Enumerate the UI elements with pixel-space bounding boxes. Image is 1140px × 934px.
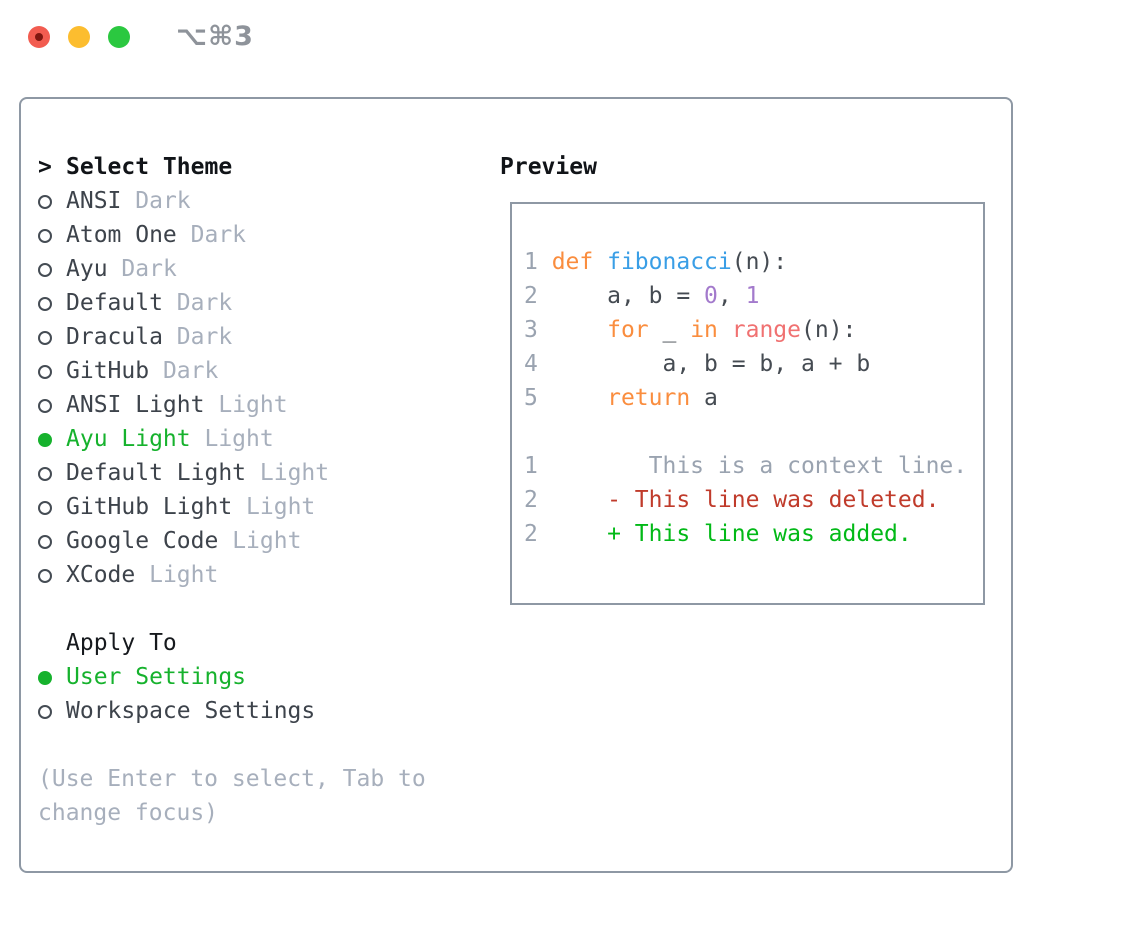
theme-list: ANSI Dark Atom One Dark Ayu Dark Default… (38, 184, 426, 592)
apply-to-option-label: Workspace Settings (66, 698, 316, 724)
apply-to-option[interactable]: Workspace Settings (38, 694, 426, 728)
radio-icon (38, 263, 52, 277)
radio-icon (38, 297, 52, 311)
theme-option[interactable]: Dracula Dark (38, 320, 426, 354)
theme-name: GitHub (66, 358, 150, 384)
theme-name: Default Light (66, 460, 247, 486)
apply-to-header: Apply To (38, 626, 426, 660)
code-line: 1 def fibonacci(n): (524, 249, 788, 275)
theme-variant-tag: Light (259, 460, 330, 486)
theme-variant-tag: Dark (162, 358, 219, 384)
hint-line-1: (Use Enter to select, Tab to (38, 766, 426, 792)
radio-icon (38, 229, 52, 243)
apply-to-option-label: User Settings (66, 664, 247, 690)
radio-icon (38, 399, 52, 413)
theme-option[interactable]: Ayu Light Light (38, 422, 426, 456)
theme-variant-tag: Light (204, 426, 274, 452)
theme-option[interactable]: Default Dark (38, 286, 426, 320)
radio-icon (38, 671, 52, 685)
code-preview: 1 def fibonacci(n): 2 a, b = 0, 1 3 for _ … (512, 204, 983, 551)
theme-option[interactable]: Default Light Light (38, 456, 426, 490)
theme-option[interactable]: ANSI Light Light (38, 388, 426, 422)
theme-variant-tag: Light (218, 392, 288, 418)
code-line: 2 + This line was added. (524, 521, 912, 547)
theme-name: Google Code (66, 528, 219, 554)
theme-option[interactable]: ANSI Dark (38, 184, 426, 218)
apply-to-title: Apply To (66, 630, 177, 656)
theme-variant-tag: Light (232, 528, 302, 554)
hint-text: (Use Enter to select, Tab to change focu… (38, 762, 426, 830)
theme-variant-tag: Dark (190, 222, 247, 248)
code-line: 4 a, b = b, a + b (524, 351, 871, 377)
minimize-button[interactable] (68, 26, 90, 48)
spacer (38, 592, 426, 626)
radio-icon (38, 705, 52, 719)
theme-variant-tag: Dark (135, 188, 191, 214)
theme-name: Dracula (66, 324, 163, 350)
theme-option[interactable]: Google Code Light (38, 524, 426, 558)
theme-variant-tag: Light (149, 562, 219, 588)
radio-icon (38, 365, 52, 379)
theme-name: ANSI (66, 188, 122, 214)
theme-name: XCode (66, 562, 136, 588)
code-line: 2 a, b = 0, 1 (524, 283, 760, 309)
theme-option[interactable]: Ayu Dark (38, 252, 426, 286)
radio-icon (38, 433, 52, 447)
code-line: 1 This is a context line. (524, 453, 968, 479)
select-theme-title: Select Theme (66, 154, 233, 180)
select-theme-header: > Select Theme (38, 150, 426, 184)
spacer (38, 728, 426, 762)
theme-option[interactable]: GitHub Light Light (38, 490, 426, 524)
theme-variant-tag: Light (246, 494, 316, 520)
code-line: 5 return a (524, 385, 718, 411)
theme-variant-tag: Dark (121, 256, 177, 282)
zoom-button[interactable] (108, 26, 130, 48)
radio-icon (38, 195, 52, 209)
preview-title: Preview (500, 154, 597, 180)
theme-list-column: > Select Theme ANSI Dark Atom One Dark Ay… (38, 150, 426, 830)
prompt-marker-icon: > (38, 154, 52, 180)
theme-option[interactable]: Atom One Dark (38, 218, 426, 252)
titlebar: ⌥⌘3 (28, 21, 254, 52)
theme-variant-tag: Dark (176, 324, 233, 350)
theme-name: Default (66, 290, 163, 316)
theme-name: Atom One (66, 222, 177, 248)
theme-variant-tag: Dark (176, 290, 233, 316)
window-title: ⌥⌘3 (176, 21, 254, 52)
theme-name: ANSI Light (66, 392, 205, 418)
apply-to-option[interactable]: User Settings (38, 660, 426, 694)
radio-icon (38, 569, 52, 583)
theme-name: Ayu Light (66, 426, 191, 452)
code-line: 2 - This line was deleted. (524, 487, 940, 513)
preview-box: 1 def fibonacci(n): 2 a, b = 0, 1 3 for _ … (510, 202, 985, 605)
theme-name: GitHub Light (66, 494, 233, 520)
modified-dot-icon (35, 33, 43, 41)
preview-column: Preview 1 def fibonacci(n): 2 a, b = 0, 1… (500, 150, 985, 605)
close-button[interactable] (28, 26, 50, 48)
hint-line-2: change focus) (38, 800, 219, 826)
radio-icon (38, 331, 52, 345)
radio-icon (38, 501, 52, 515)
theme-option[interactable]: XCode Light (38, 558, 426, 592)
theme-name: Ayu (66, 256, 108, 282)
theme-option[interactable]: GitHub Dark (38, 354, 426, 388)
theme-picker-panel: > Select Theme ANSI Dark Atom One Dark Ay… (19, 97, 1013, 873)
code-line (524, 415, 983, 449)
code-line: 3 for _ in range(n): (524, 317, 857, 343)
radio-icon (38, 535, 52, 549)
apply-to-list: User Settings Workspace Settings (38, 660, 426, 728)
radio-icon (38, 467, 52, 481)
